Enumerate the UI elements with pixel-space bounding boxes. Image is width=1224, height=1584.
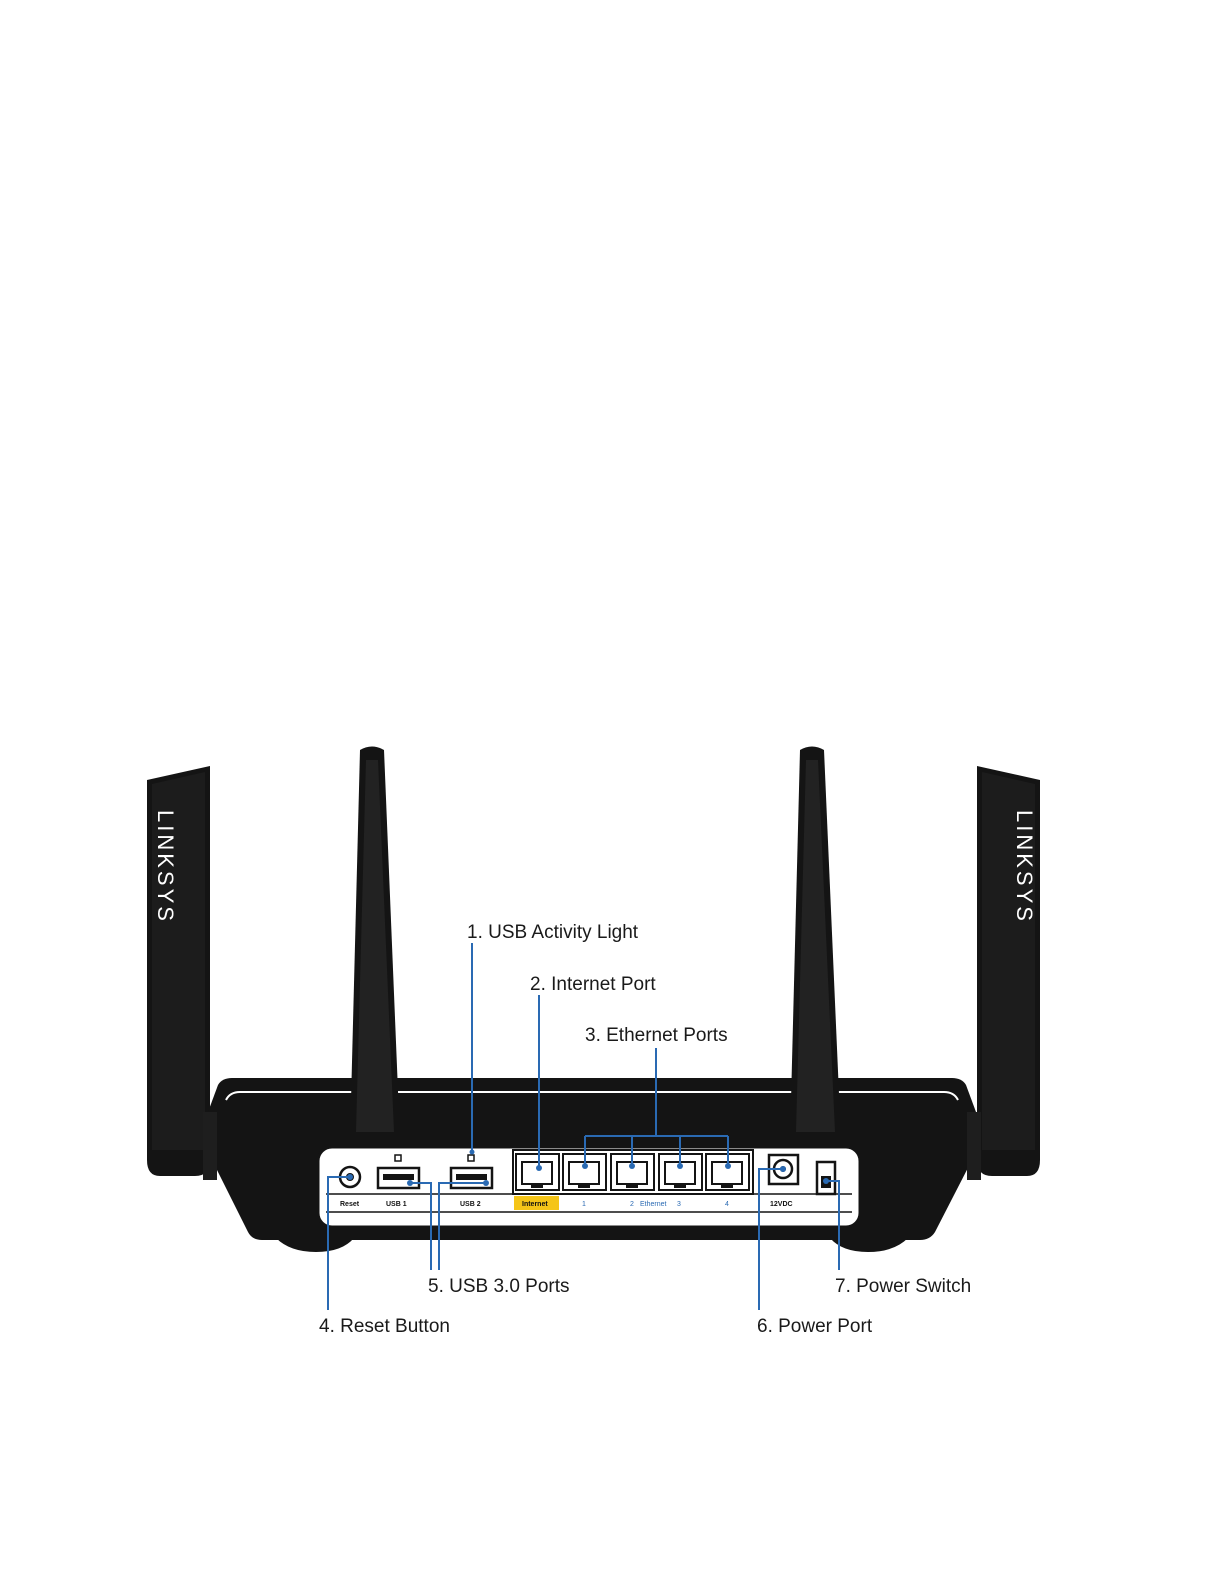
internet-port[interactable]	[516, 1154, 559, 1190]
usb1-label: USB 1	[386, 1201, 407, 1208]
callout-internet-port: 2. Internet Port	[530, 974, 656, 995]
ethernet-3-label: 3	[677, 1201, 681, 1208]
ethernet-1-label: 1	[582, 1201, 586, 1208]
usb-port-1[interactable]	[378, 1168, 419, 1188]
right-flat-antenna: LINKSYS	[977, 766, 1040, 1176]
callout-reset-button: 4. Reset Button	[319, 1316, 450, 1337]
ethernet-4-label: 4	[725, 1201, 729, 1208]
usb2-label: USB 2	[460, 1201, 481, 1208]
power-label: 12VDC	[770, 1201, 793, 1208]
brand-logo-left: LINKSYS	[153, 810, 178, 924]
callout-ethernet-ports: 3. Ethernet Ports	[585, 1025, 728, 1046]
callout-power-port: 6. Power Port	[757, 1316, 873, 1337]
left-flat-antenna: LINKSYS	[147, 766, 210, 1176]
reset-label: Reset	[340, 1201, 360, 1208]
center-right-antenna	[790, 747, 841, 1141]
ethernet-group-label: Ethernet	[640, 1201, 667, 1208]
ethernet-2-label: 2	[630, 1201, 634, 1208]
callout-power-switch: 7. Power Switch	[835, 1276, 971, 1297]
callout-usb-activity-light: 1. USB Activity Light	[467, 922, 639, 943]
callout-usb-ports: 5. USB 3.0 Ports	[428, 1276, 570, 1297]
center-left-antenna	[350, 747, 400, 1141]
brand-logo-right: LINKSYS	[1012, 810, 1037, 924]
internet-label: Internet	[522, 1201, 548, 1208]
